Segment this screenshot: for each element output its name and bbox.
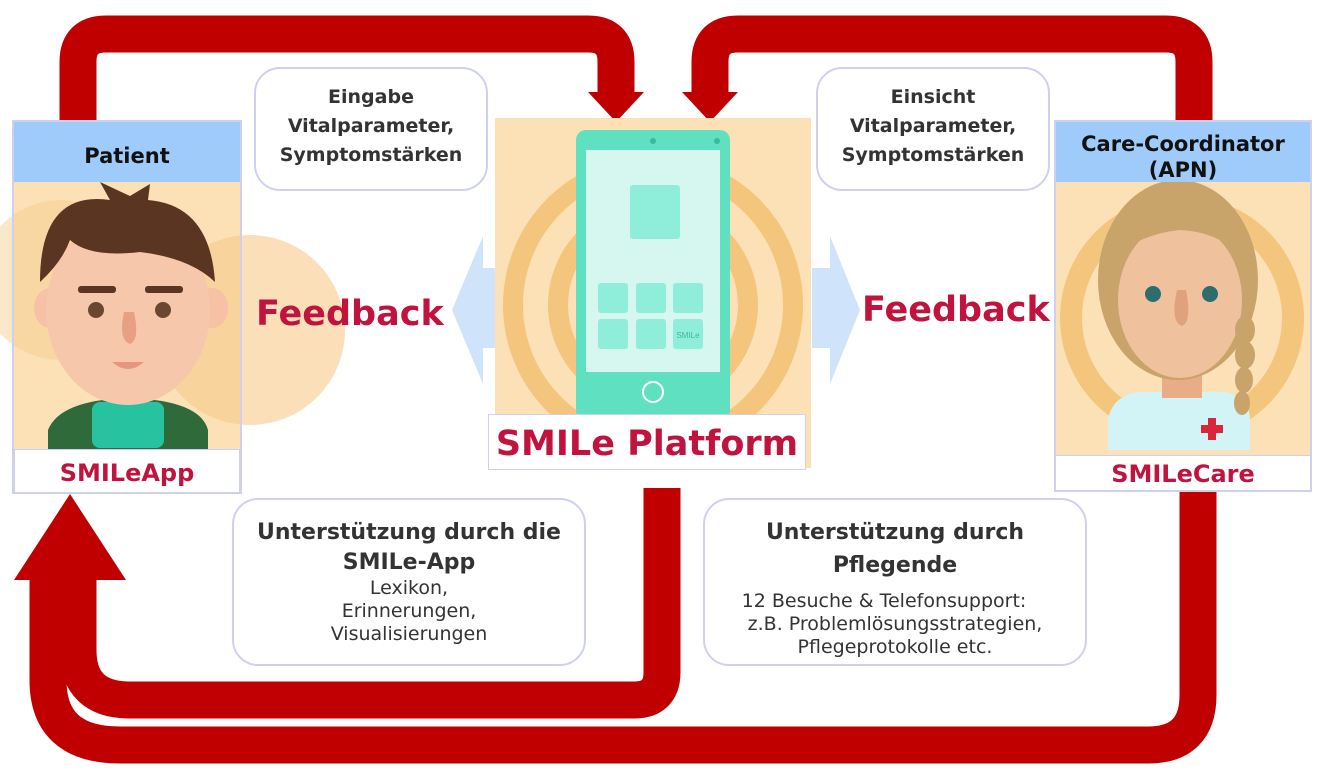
feedback-label-right: Feedback xyxy=(862,290,1050,330)
support-nurse-item: Pflegeprotokolle etc. xyxy=(797,636,993,658)
arrowhead-down-right xyxy=(682,92,738,122)
patient-header: Patient xyxy=(14,122,240,182)
callout-view-line3: Symptomstärken xyxy=(841,144,1025,166)
support-nurse-heading2: Pflegende xyxy=(832,553,958,578)
care-header: Care-Coordinator (APN) xyxy=(1056,122,1310,182)
feedback-arrow-right xyxy=(812,236,860,384)
smartphone-icon: SMILe xyxy=(576,130,730,420)
support-nurse-item: 12 Besuche & Telefonsupport: xyxy=(741,590,1027,612)
callout-input-line2: Vitalparameter, xyxy=(287,115,455,137)
patient-title: Patient xyxy=(84,144,170,168)
phone-app-label: SMILe xyxy=(676,331,700,340)
callout-view-line2: Vitalparameter, xyxy=(849,115,1017,137)
callout-view-line1: Einsicht xyxy=(890,86,976,108)
smilecare-label-box: SMILeCare xyxy=(1055,455,1311,491)
arrow-platform-to-patient xyxy=(59,488,681,719)
arrow-care-to-patient xyxy=(29,490,1217,764)
callout-support-nurse: Unterstützung durch Pflegende 12 Besuche… xyxy=(703,498,1087,666)
callout-view-vitals: Einsicht Vitalparameter, Symptomstärken xyxy=(816,67,1050,191)
care-title-line2: (APN) xyxy=(1148,158,1218,182)
callout-input-vitals: Eingabe Vitalparameter, Symptomstärken xyxy=(254,67,488,191)
patient-avatar xyxy=(0,182,345,450)
platform-label: SMILe Platform xyxy=(495,424,799,464)
support-app-heading2: SMILe-App xyxy=(342,550,476,575)
smilecare-label: SMILeCare xyxy=(1111,460,1255,488)
patient-frame xyxy=(12,120,242,494)
smileapp-label: SMILeApp xyxy=(59,459,195,487)
arrow-care-to-platform xyxy=(691,15,1213,122)
support-nurse-item: z.B. Problemlösungsstrategien, xyxy=(747,613,1043,635)
arrowhead-down-left xyxy=(588,92,644,122)
smileapp-label-box: SMILeApp xyxy=(14,449,240,493)
support-nurse-heading1: Unterstützung durch xyxy=(765,520,1025,545)
nurse-avatar xyxy=(1055,180,1310,456)
callout-input-line1: Eingabe xyxy=(328,86,414,108)
feedback-arrow-left xyxy=(452,236,497,384)
callout-input-line3: Symptomstärken xyxy=(279,144,463,166)
platform-label-box: SMILe Platform xyxy=(488,414,806,470)
feedback-label-left: Feedback xyxy=(256,294,444,334)
support-app-item: Lexikon, xyxy=(369,577,449,599)
arrow-patient-to-platform xyxy=(59,15,635,122)
callout-support-app: Unterstützung durch die SMILe-App Lexiko… xyxy=(232,498,586,666)
support-app-item: Visualisierungen xyxy=(330,623,488,645)
support-app-heading1: Unterstützung durch die xyxy=(257,520,561,545)
care-title-line1: Care-Coordinator xyxy=(1081,132,1285,156)
care-frame xyxy=(1054,120,1312,492)
support-app-item: Erinnerungen, xyxy=(341,600,477,622)
arrowhead-up-patient xyxy=(14,494,126,580)
